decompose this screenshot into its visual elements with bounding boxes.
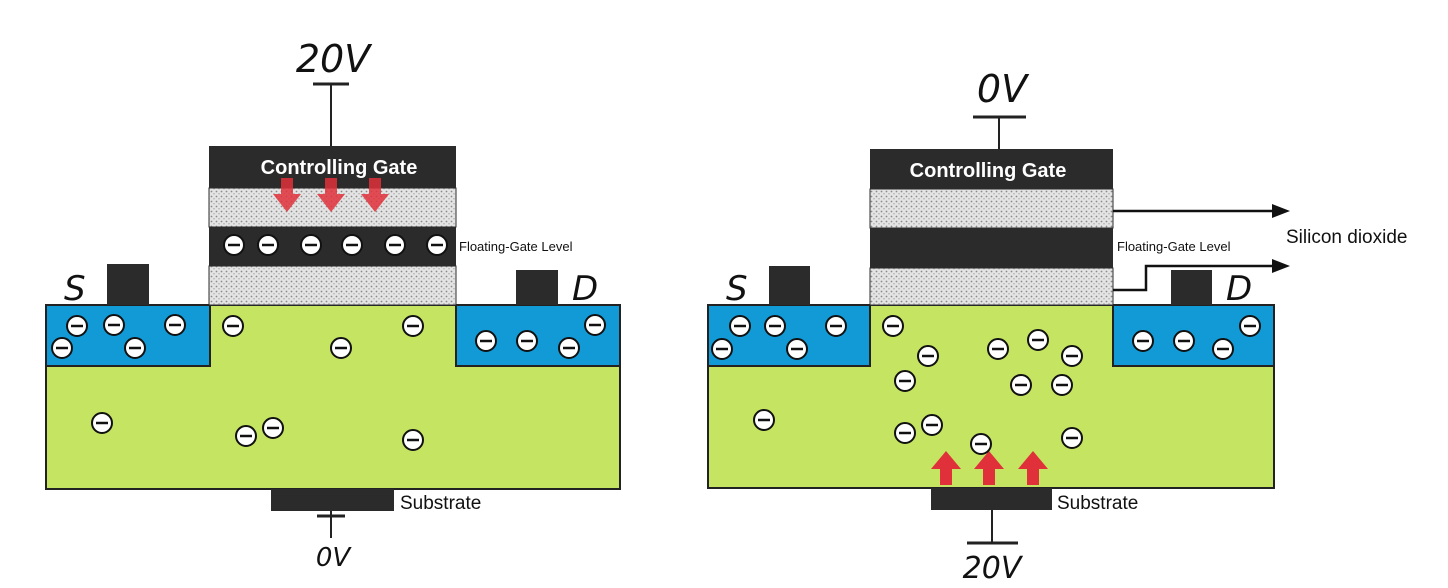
arrow-down-icon (317, 178, 345, 212)
arrow-up-icon (931, 451, 961, 485)
left-substrate-label: Substrate (400, 493, 481, 514)
electron-icon (1010, 374, 1032, 396)
right-electrons (711, 315, 1261, 455)
electron-icon (584, 314, 606, 336)
left-bottom-voltage: 0V (316, 543, 353, 573)
right-control-gate (870, 149, 1113, 189)
left-source-label: S (64, 269, 86, 309)
electron-icon (970, 433, 992, 455)
right-gate-label: Controlling Gate (910, 160, 1067, 182)
left-drain-label: D (572, 269, 598, 309)
arrow-down-icon (273, 178, 301, 212)
electron-icon (987, 338, 1009, 360)
electron-icon (1239, 315, 1261, 337)
right-source-contact (769, 266, 810, 305)
electron-icon (1061, 345, 1083, 367)
electron-icon (894, 422, 916, 444)
left-floating-gate-label: Floating-Gate Level (459, 239, 573, 254)
electron-icon (223, 234, 245, 256)
electron-icon (103, 314, 125, 336)
right-bottom-voltage: 20V (963, 551, 1024, 586)
left-electrons (51, 234, 606, 451)
electron-icon (1027, 329, 1049, 351)
electron-icon (729, 315, 751, 337)
oxide-callout-arrowhead-lower (1272, 259, 1290, 273)
electron-icon (1132, 330, 1154, 352)
left-substrate-contact (271, 489, 394, 511)
electron-icon (384, 234, 406, 256)
left-injection-arrows (273, 178, 389, 212)
electron-icon (1051, 374, 1073, 396)
right-drain-contact (1171, 270, 1212, 305)
electron-icon (882, 315, 904, 337)
right-drain-label: D (1226, 269, 1252, 309)
electron-icon (66, 315, 88, 337)
electron-icon (1212, 338, 1234, 360)
electron-icon (475, 330, 497, 352)
electron-icon (921, 414, 943, 436)
right-top-voltage: 0V (977, 67, 1030, 111)
electron-icon (917, 345, 939, 367)
arrow-up-icon (1018, 451, 1048, 485)
electron-icon (1061, 427, 1083, 449)
left-gate-label: Controlling Gate (261, 157, 418, 179)
left-drain-contact (516, 270, 558, 305)
electron-icon (825, 315, 847, 337)
right-source-label: S (726, 269, 748, 309)
left-floating-gate (209, 227, 456, 266)
electron-icon (558, 337, 580, 359)
electron-icon (402, 315, 424, 337)
right-injection-arrows (931, 451, 1048, 485)
right-oxide-upper (869, 188, 1114, 229)
left-source-contact (107, 264, 149, 305)
oxide-callout-arrowhead-upper (1272, 204, 1290, 218)
electron-icon (330, 337, 352, 359)
left-source-region (45, 304, 211, 367)
electron-icon (341, 234, 363, 256)
electron-icon (164, 314, 186, 336)
left-oxide-lower (208, 265, 457, 306)
oxide-callout-line-lower (1113, 264, 1275, 292)
electron-icon (764, 315, 786, 337)
electron-icon (300, 234, 322, 256)
electron-icon (51, 337, 73, 359)
electron-icon (894, 370, 916, 392)
left-panel: S D Controlling Gate Floating-Gate Level… (45, 37, 621, 573)
electron-icon (124, 337, 146, 359)
electron-icon (753, 409, 775, 431)
left-top-voltage: 20V (296, 37, 373, 81)
silicon-dioxide-label: Silicon dioxide (1286, 227, 1407, 248)
right-floating-gate (870, 228, 1113, 268)
electron-icon (257, 234, 279, 256)
electron-icon (262, 417, 284, 439)
electron-icon (786, 338, 808, 360)
right-substrate-label: Substrate (1057, 493, 1138, 514)
right-substrate-contact (931, 488, 1052, 510)
right-panel: S D Controlling Gate Floating-Gate Level… (707, 67, 1407, 586)
electron-icon (235, 425, 257, 447)
right-oxide-lower (869, 267, 1114, 306)
arrow-up-icon (974, 451, 1004, 485)
electron-icon (222, 315, 244, 337)
electron-icon (711, 338, 733, 360)
electron-icon (1173, 330, 1195, 352)
electron-icon (426, 234, 448, 256)
electron-icon (402, 429, 424, 451)
electron-icon (91, 412, 113, 434)
arrow-down-icon (361, 178, 389, 212)
right-floating-gate-label: Floating-Gate Level (1117, 239, 1231, 254)
right-source-region (707, 304, 871, 367)
electron-icon (516, 330, 538, 352)
